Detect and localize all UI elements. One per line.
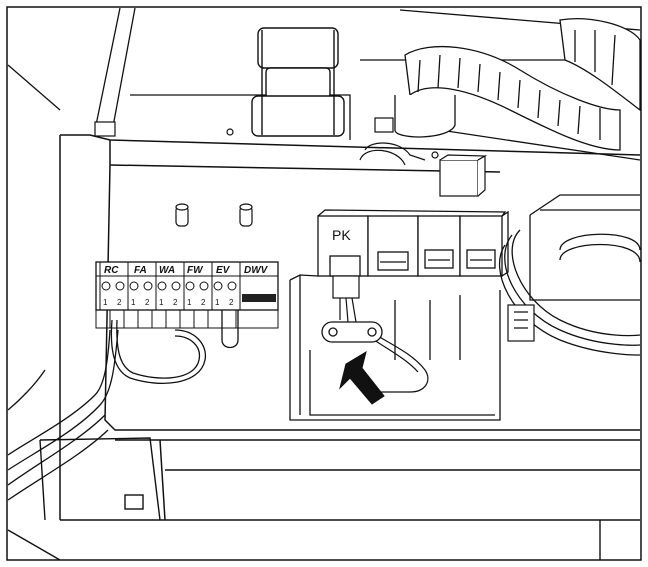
- transformer-coil: [499, 194, 641, 356]
- pin-number: 2: [145, 298, 150, 307]
- pin-number: 1: [159, 298, 164, 307]
- terminal-label-dwv: DWV: [244, 265, 269, 276]
- mounting-tabs: [94, 117, 439, 159]
- control-box: [59, 134, 641, 521]
- rc-wire: [110, 310, 239, 384]
- front-cover: [7, 437, 601, 561]
- terminal-label-ev: EV: [216, 265, 231, 276]
- pipe-left: [251, 27, 345, 137]
- connector-label-pk: PK: [332, 227, 351, 243]
- relay-block: [359, 142, 488, 197]
- pin-number: 1: [131, 298, 136, 307]
- pin-number: 2: [173, 298, 178, 307]
- arrow-indicator: [339, 350, 385, 405]
- pin-number: 1: [215, 298, 220, 307]
- inner-module: [289, 274, 501, 421]
- terminal-strip: RC FA WA FW EV DWV 1 2 1 2 1 2 1 2 1 2: [95, 261, 279, 329]
- pin-number: 2: [117, 298, 122, 307]
- terminal-label-rc: RC: [104, 265, 119, 276]
- terminal-label-wa: WA: [159, 265, 175, 276]
- corrugated-hose: [394, 18, 641, 151]
- pin-number: 2: [201, 298, 206, 307]
- pin-number: 1: [103, 298, 108, 307]
- cable-clamp: [321, 321, 383, 343]
- terminal-label-fw: FW: [187, 265, 204, 276]
- connector-row: [317, 209, 509, 277]
- pin-number: 1: [187, 298, 192, 307]
- side-connector: [507, 304, 535, 342]
- pin-number: 2: [229, 298, 234, 307]
- pegs: [175, 203, 253, 227]
- terminal-label-fa: FA: [134, 265, 147, 276]
